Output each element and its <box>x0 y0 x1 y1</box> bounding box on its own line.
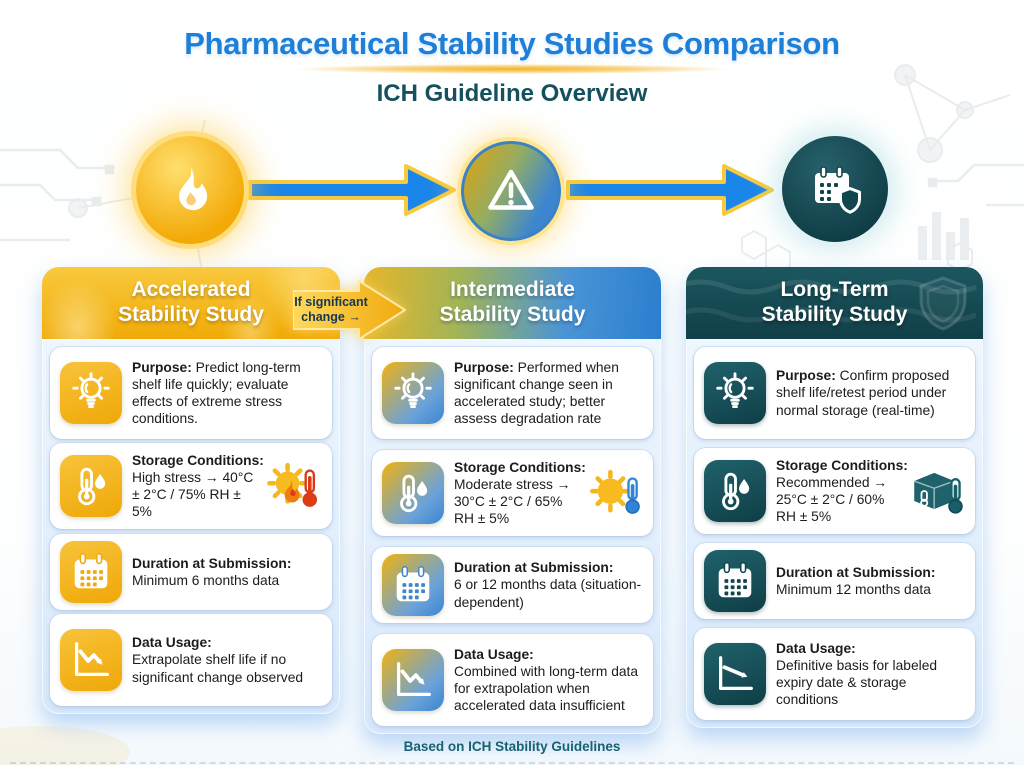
storage-chamber-illustration <box>914 472 963 514</box>
card-text: Purpose: Confirm proposed shelf life/ret… <box>776 368 950 418</box>
flow-step-accelerated <box>136 136 244 244</box>
card-purpose: Purpose: Confirm proposed shelf life/ret… <box>694 347 975 439</box>
flow-step-intermediate <box>461 141 561 241</box>
column-accelerated-header: Accelerated Stability Study <box>42 267 340 339</box>
gold-arrow-icon <box>293 280 406 340</box>
calendar-shield-icon <box>815 166 861 214</box>
card-text: Storage Conditions:Recommended → 25°C ± … <box>776 457 908 525</box>
column-long-term: Long-Term Stability Study Purpose: Confi… <box>686 267 983 728</box>
card-purpose: Purpose: Performed when significant chan… <box>372 347 653 439</box>
card-text: Storage Conditions:Moderate stress → 30°… <box>454 459 586 527</box>
flow-arrow-1 <box>248 164 456 216</box>
card-text: Storage Conditions:High stress → 40°C ± … <box>132 453 264 520</box>
card-text: Duration at Submission:Minimum 6 months … <box>132 555 292 588</box>
card-duration: Duration at Submission:Minimum 6 months … <box>50 533 332 610</box>
declining-chart-icon <box>60 628 122 691</box>
thermometer-droplet-icon <box>704 460 766 522</box>
card-storage-conditions: Storage Conditions:Recommended → 25°C ± … <box>694 448 975 534</box>
badge-label: If significant change → <box>294 295 368 324</box>
flow-arrow-2 <box>566 164 774 216</box>
column-intermediate: Intermediate Stability Study Purpose: Pe… <box>364 267 661 734</box>
card-storage-conditions: Storage Conditions:Moderate stress → 30°… <box>372 450 653 536</box>
page-subtitle: ICH Guideline Overview <box>376 80 648 107</box>
card-data-usage: Data Usage:Combined with long-term data … <box>372 634 653 726</box>
thermometer-droplet-icon <box>382 462 444 524</box>
card-text: Data Usage:Definitive basis for labeled … <box>776 640 938 708</box>
title-underline-swoosh <box>297 64 727 74</box>
card-text: Data Usage:Combined with long-term data … <box>454 646 639 714</box>
declining-chart-icon <box>382 649 444 711</box>
trend-arrow-chart-icon <box>704 643 766 705</box>
calendar-icon <box>382 554 444 616</box>
flow-step-long-term <box>782 136 888 242</box>
column-intermediate-body: Purpose: Performed when significant chan… <box>364 339 661 734</box>
bottom-divider <box>10 762 1014 764</box>
card-text: Data Usage:Extrapolate shelf life if no … <box>132 635 304 685</box>
card-data-usage: Data Usage:Definitive basis for labeled … <box>694 628 975 720</box>
column-accelerated-body: Purpose: Predict long-term shelf life qu… <box>42 339 340 714</box>
thermometer-droplet-icon <box>60 455 122 518</box>
flame-icon <box>179 167 208 211</box>
card-purpose: Purpose: Predict long-term shelf life qu… <box>50 347 332 439</box>
calendar-icon <box>60 540 122 603</box>
footer-note: Based on ICH Stability Guidelines <box>403 739 621 754</box>
significant-change-connector: If significant change → <box>293 280 407 340</box>
lightbulb-icon <box>60 362 122 424</box>
card-data-usage: Data Usage:Extrapolate shelf life if no … <box>50 613 332 706</box>
page-title: Pharmaceutical Stability Studies Compari… <box>184 26 840 61</box>
card-duration: Duration at Submission:Minimum 12 months… <box>694 543 975 619</box>
card-text: Duration at Submission:6 or 12 months da… <box>454 560 642 610</box>
card-duration: Duration at Submission:6 or 12 months da… <box>372 547 653 623</box>
lightbulb-icon <box>382 362 444 424</box>
column-long-term-header: Long-Term Stability Study <box>686 267 983 339</box>
shield-icon <box>919 276 967 331</box>
sun-flame-thermometer-illustration <box>267 463 318 508</box>
card-text: Purpose: Performed when significant chan… <box>454 359 619 427</box>
card-text: Duration at Submission:Minimum 12 months… <box>776 564 936 597</box>
column-intermediate-header: Intermediate Stability Study <box>364 267 661 339</box>
warning-triangle-icon <box>488 169 534 210</box>
card-storage-conditions: Storage Conditions:High stress → 40°C ± … <box>50 443 332 530</box>
lightbulb-icon <box>704 362 766 424</box>
column-accelerated: Accelerated Stability Study Purpose: Pre… <box>42 267 340 714</box>
sun-thermometer-illustration <box>589 469 640 514</box>
calendar-icon <box>704 550 766 612</box>
card-text: Purpose: Predict long-term shelf life qu… <box>132 359 301 427</box>
column-long-term-body: Purpose: Confirm proposed shelf life/ret… <box>686 339 983 728</box>
